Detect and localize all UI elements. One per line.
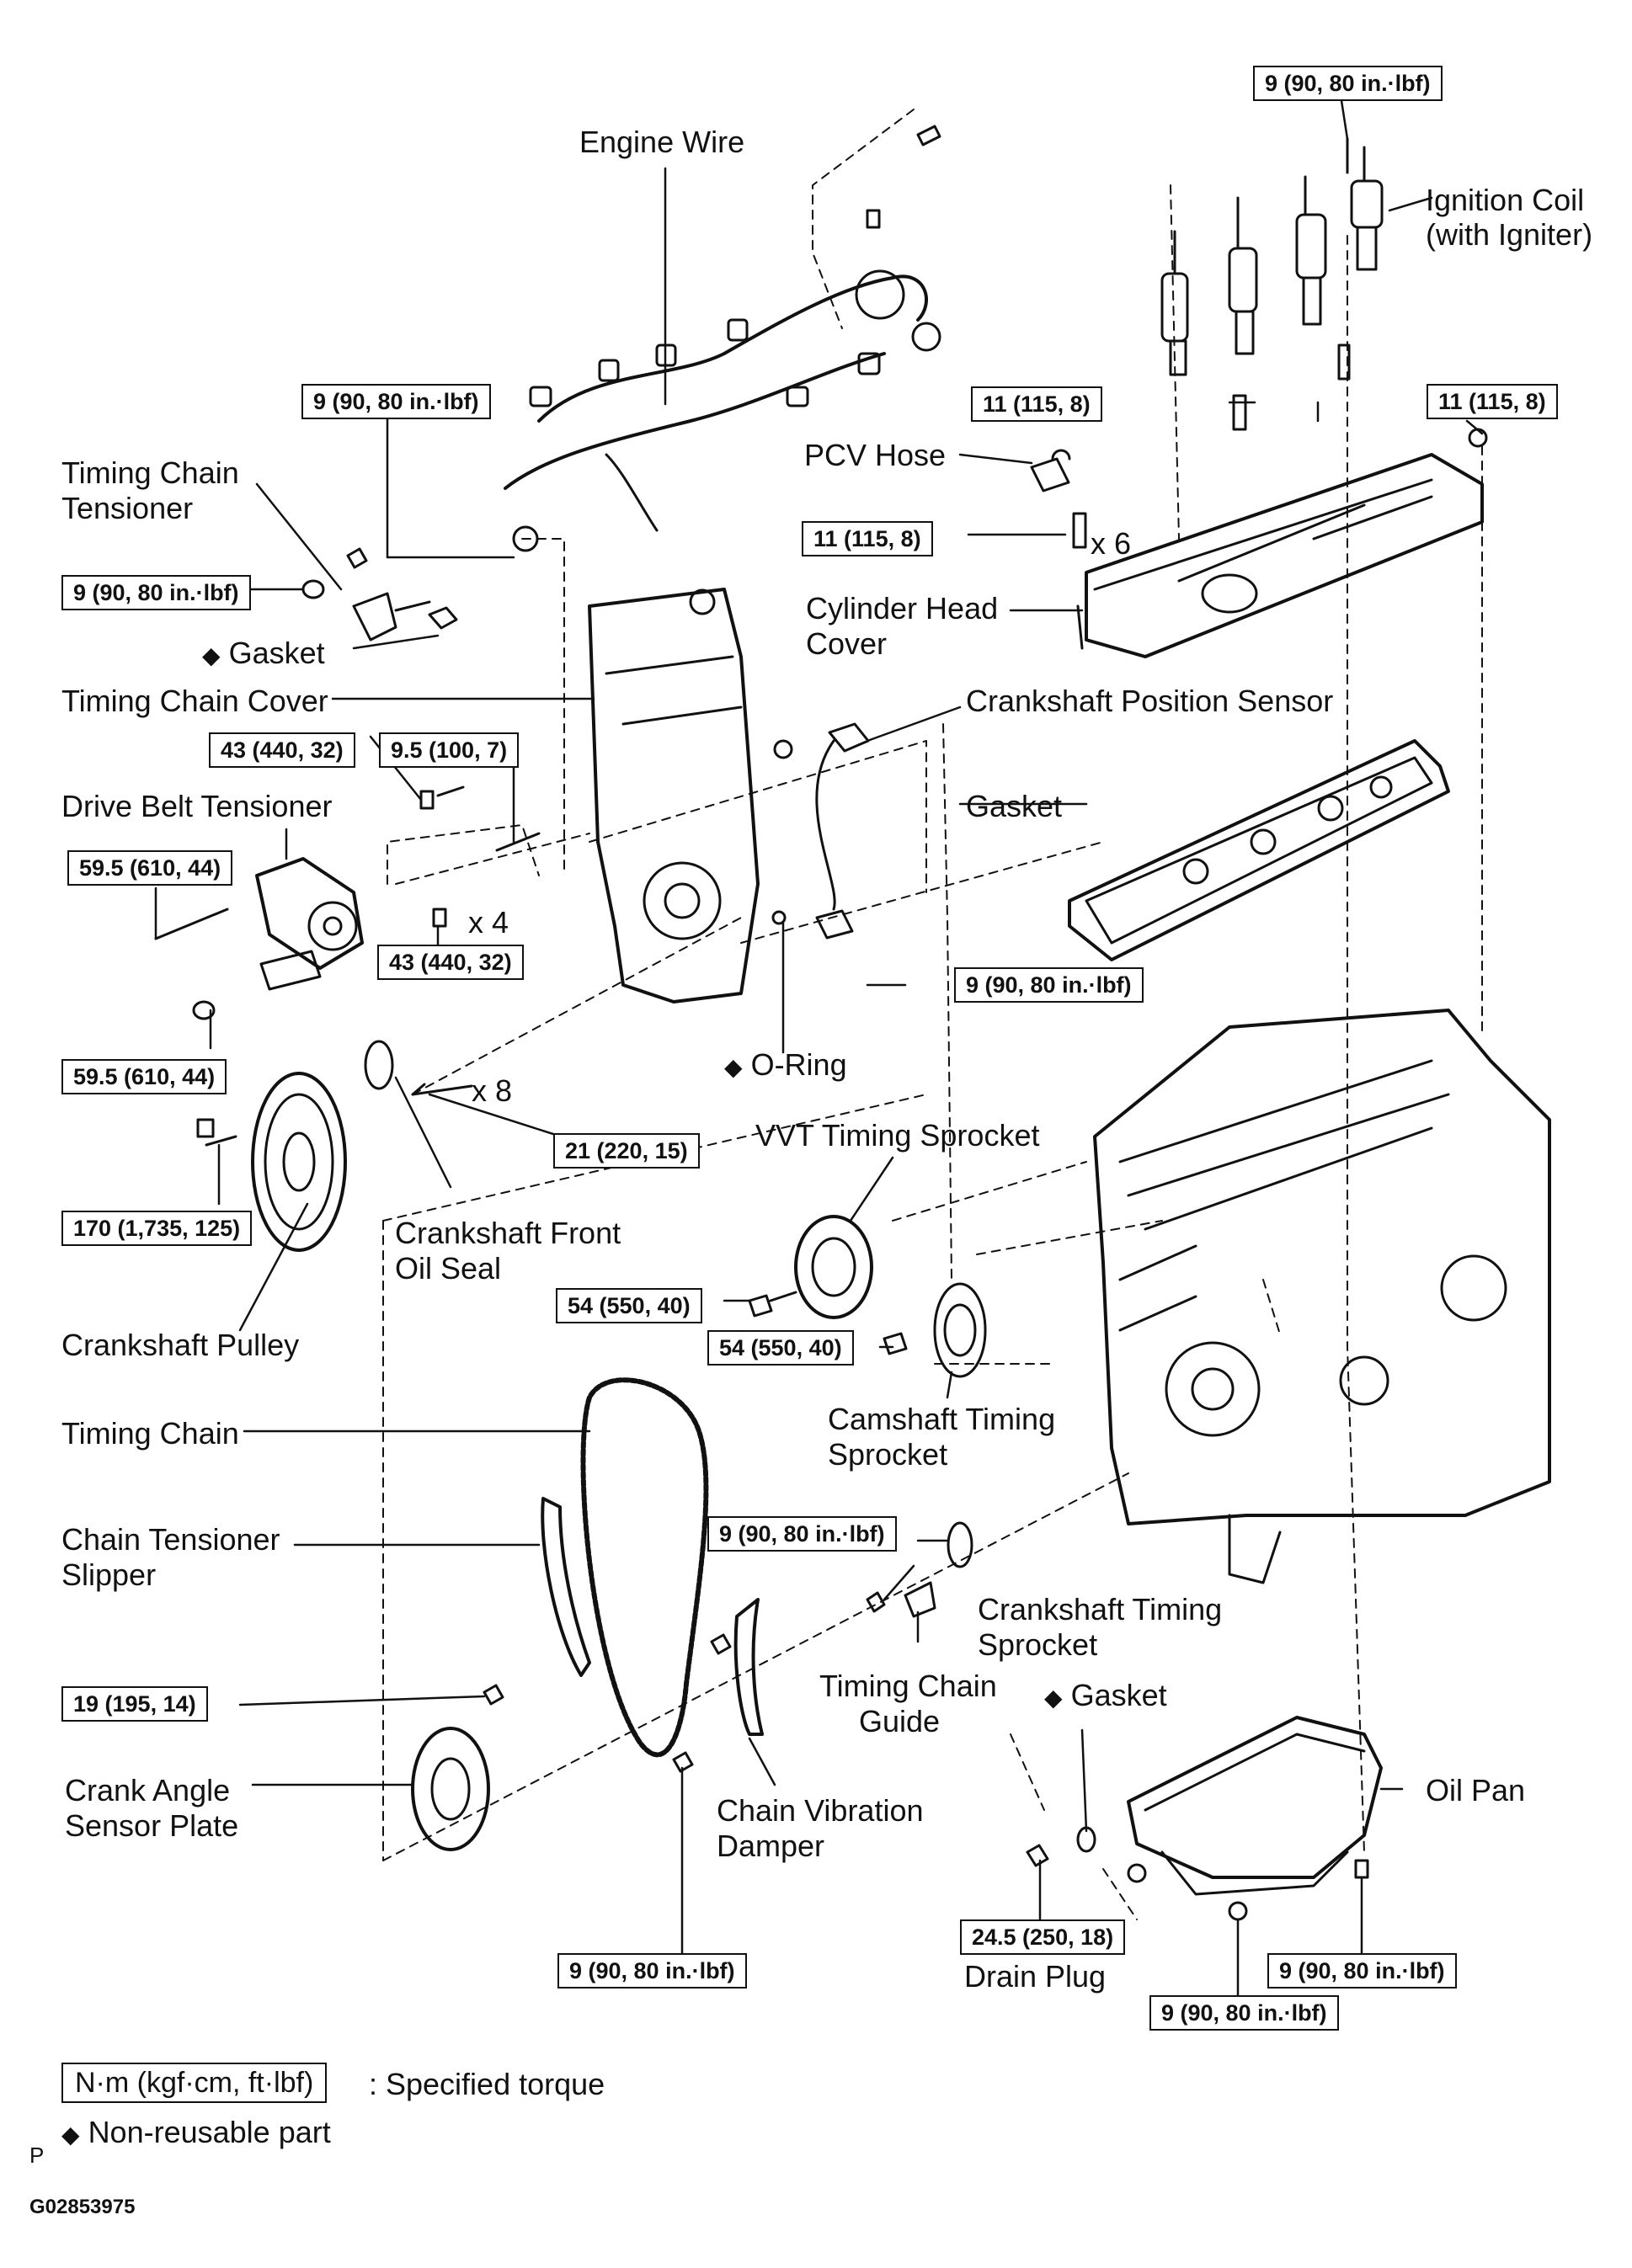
torque-tensioner-bolt-43: 43 (440, 32) (209, 732, 355, 768)
label-crankshaft-front-oil-seal-line2: Oil Seal (395, 1251, 502, 1286)
torque-chain-guide-bolt: 9 (90, 80 in.·lbf) (707, 1516, 897, 1552)
label-timing-chain-cover: Timing Chain Cover (61, 684, 328, 718)
label-crankshaft-position-sensor: Crankshaft Position Sensor (966, 684, 1334, 718)
label-timing-chain: Timing Chain (61, 1416, 239, 1451)
label-vvt-timing-sprocket: VVT Timing Sprocket (755, 1118, 1040, 1153)
footer-figure-id: G02853975 (29, 2196, 136, 2218)
torque-engine-wire-bolt: 9 (90, 80 in.·lbf) (301, 384, 491, 419)
label-camshaft-timing-sprocket-line2: Sprocket (828, 1437, 948, 1472)
label-chain-vibration-damper-line1: Chain Vibration (717, 1793, 924, 1828)
quantity-head-cover-bolts: x 6 (1091, 526, 1132, 561)
legend-torque-unit-text: : Specified torque (369, 2067, 605, 2101)
torque-oil-pan-nut: 9 (90, 80 in.·lbf) (1149, 1995, 1339, 2031)
label-ignition-coil-line1: Ignition Coil (1426, 183, 1585, 217)
label-crank-angle-sensor-plate-line2: Sensor Plate (65, 1808, 239, 1843)
torque-drain-plug: 24.5 (250, 18) (960, 1919, 1126, 1955)
torque-position-sensor-bolt: 9 (90, 80 in.·lbf) (954, 967, 1144, 1003)
label-chain-tensioner-slipper-line1: Chain Tensioner (61, 1522, 280, 1557)
label-o-ring: ◆ O-Ring (724, 1047, 847, 1084)
torque-slipper-bolt: 19 (195, 14) (61, 1686, 208, 1722)
quantity-cover-bolts-43: x 4 (468, 905, 509, 940)
torque-oil-pan-bolt: 9 (90, 80 in.·lbf) (1267, 1953, 1457, 1988)
label-gasket-head-cover: Gasket (966, 789, 1063, 823)
label-gasket-oil-pan-text: Gasket (1070, 1678, 1167, 1712)
label-chain-tensioner-slipper-line2: Slipper (61, 1557, 157, 1592)
quantity-cover-bolts-21: x 8 (472, 1073, 513, 1108)
legend-torque-unit-box: N·m (kgf·cm, ft·lbf) (61, 2063, 328, 2103)
torque-stud-bolt-9-5: 9.5 (100, 7) (379, 732, 520, 768)
footer-page-letter: P (29, 2143, 45, 2168)
torque-head-cover-nut: 11 (115, 8) (1427, 384, 1558, 419)
torque-chain-tensioner-nut: 9 (90, 80 in.·lbf) (61, 575, 251, 610)
label-ignition-coil-line2: (with Igniter) (1426, 217, 1593, 252)
legend-nonreusable: ◆ Non-reusable part (61, 2115, 331, 2152)
label-pcv-hose: PCV Hose (804, 438, 947, 472)
torque-crankshaft-pulley-bolt: 170 (1,735, 125) (61, 1211, 253, 1246)
torque-head-cover-bolts: 11 (115, 8) (802, 521, 933, 556)
label-chain-vibration-damper-line2: Damper (717, 1829, 825, 1863)
label-crankshaft-front-oil-seal-line1: Crankshaft Front (395, 1216, 621, 1250)
label-timing-chain-guide-line2: Guide (859, 1704, 941, 1738)
label-drain-plug: Drain Plug (964, 1959, 1107, 1994)
label-timing-chain-guide-line1: Timing Chain (819, 1669, 997, 1703)
torque-cover-bolts-21: 21 (220, 15) (553, 1133, 700, 1169)
label-cylinder-head-cover-line1: Cylinder Head (806, 591, 999, 626)
label-drive-belt-tensioner: Drive Belt Tensioner (61, 789, 333, 823)
label-crankshaft-timing-sprocket-line2: Sprocket (978, 1627, 1098, 1662)
torque-vvt-sprocket-bolt: 54 (550, 40) (556, 1288, 702, 1323)
legend-nonreusable-text: Non-reusable part (88, 2115, 331, 2149)
torque-cover-bolts-43: 43 (440, 32) (377, 945, 524, 980)
label-gasket-oil-pan: ◆ Gasket (1044, 1678, 1167, 1715)
label-oil-pan: Oil Pan (1426, 1773, 1526, 1807)
label-gasket-text: Gasket (228, 636, 325, 670)
label-crankshaft-pulley: Crankshaft Pulley (61, 1328, 300, 1362)
label-crank-angle-sensor-plate-line1: Crank Angle (65, 1773, 231, 1807)
torque-drive-belt-bolt: 59.5 (610, 44) (67, 850, 233, 886)
torque-drive-belt-nut: 59.5 (610, 44) (61, 1059, 227, 1094)
label-crankshaft-timing-sprocket-line1: Crankshaft Timing (978, 1592, 1223, 1626)
torque-camshaft-sprocket-bolt: 54 (550, 40) (707, 1330, 854, 1366)
torque-ignition-coil-bolt: 9 (90, 80 in.·lbf) (1253, 66, 1443, 101)
label-gasket-nonreusable: ◆ Gasket (202, 636, 325, 673)
label-timing-chain-tensioner-line1: Timing Chain (61, 455, 239, 490)
nonreusable-diamond-icon: ◆ (61, 2122, 80, 2148)
torque-damper-bolt: 9 (90, 80 in.·lbf) (557, 1953, 747, 1988)
torque-head-cover-stud: 11 (115, 8) (971, 386, 1102, 422)
label-camshaft-timing-sprocket-line1: Camshaft Timing (828, 1402, 1056, 1436)
label-cylinder-head-cover-line2: Cover (806, 626, 888, 661)
nonreusable-diamond-icon: ◆ (724, 1054, 743, 1080)
label-timing-chain-tensioner-line2: Tensioner (61, 491, 194, 525)
label-o-ring-text: O-Ring (750, 1047, 847, 1082)
nonreusable-diamond-icon: ◆ (1044, 1685, 1063, 1711)
label-engine-wire: Engine Wire (579, 125, 745, 159)
nonreusable-diamond-icon: ◆ (202, 642, 221, 668)
